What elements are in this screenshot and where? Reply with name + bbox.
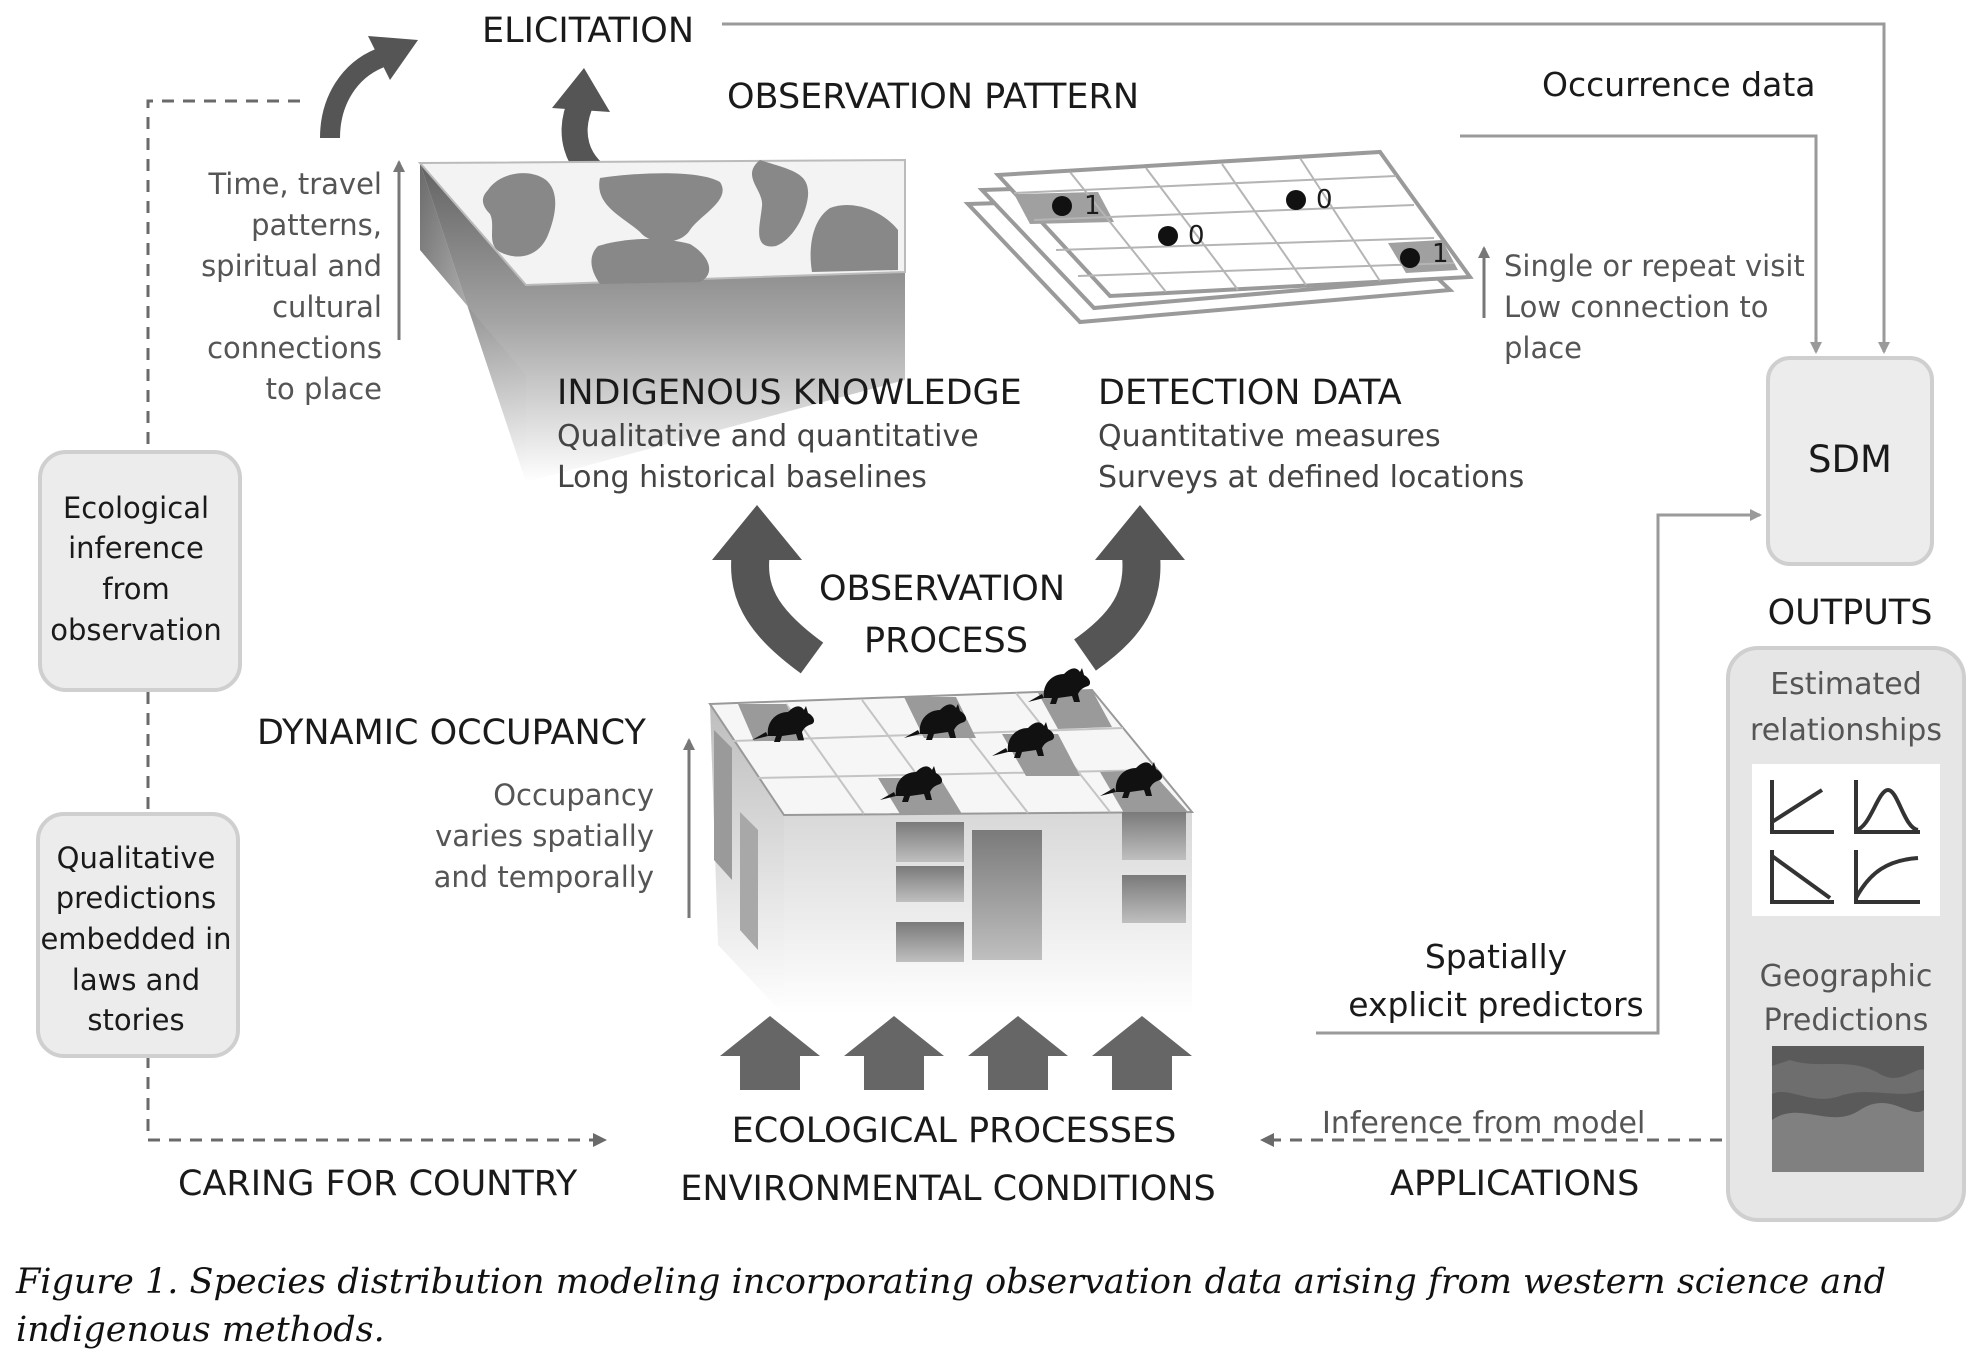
dd-desc-line2: Surveys at defined locations	[1098, 460, 1524, 495]
sdm-label: SDM	[1808, 438, 1892, 481]
elicitation-curved-arrow	[320, 36, 418, 139]
land-patch-4	[591, 238, 710, 284]
indigenous-knowledge-label: INDIGENOUS KNOWLEDGE	[557, 373, 1022, 413]
ecological-process-arrows	[720, 1016, 1192, 1090]
qualitative-predictions-box	[36, 812, 240, 1058]
observation-process-label: OBSERVATION PROCESS	[819, 569, 1065, 661]
occupancy-varies-text: Occupancy varies spatially and temporall…	[434, 778, 654, 894]
relationships-plot-frame	[1752, 764, 1940, 916]
applications-label: APPLICATIONS	[1390, 1164, 1639, 1204]
ecological-processes-label: ECOLOGICAL PROCESSES	[732, 1111, 1177, 1151]
observation-right-curved-arrow	[1073, 505, 1185, 671]
svg-text:and temporally: and temporally	[434, 860, 654, 894]
svg-text:PROCESS: PROCESS	[864, 621, 1028, 661]
ik-desc-line1: Qualitative and quantitative	[557, 419, 979, 454]
ecological-inference-text: Ecological inference from observation	[50, 491, 222, 647]
svg-text:from: from	[102, 572, 170, 606]
environmental-conditions-label: ENVIRONMENTAL CONDITIONS	[680, 1169, 1215, 1209]
elicitation-label: ELICITATION	[482, 11, 694, 51]
elicitation-to-sdm-line	[722, 22, 1890, 354]
time-travel-text: Time, travel patterns, spiritual and cul…	[201, 167, 382, 406]
svg-text:Qualitative: Qualitative	[57, 841, 216, 875]
svg-text:Time, travel: Time, travel	[207, 167, 382, 201]
svg-text:Predictions: Predictions	[1764, 1003, 1929, 1038]
svg-text:OBSERVATION: OBSERVATION	[819, 569, 1065, 609]
svg-text:Single or repeat visit: Single or repeat visit	[1504, 249, 1805, 283]
dynamic-occupancy-label: DYNAMIC OCCUPANCY	[257, 713, 646, 753]
svg-text:connections: connections	[207, 331, 382, 365]
svg-text:embedded in: embedded in	[40, 922, 231, 956]
geographic-predictions-text: Geographic Predictions	[1760, 959, 1933, 1038]
relationship-curves	[1770, 780, 1920, 904]
grid-cell-d: 1	[1432, 239, 1449, 269]
svg-text:place: place	[1504, 331, 1582, 365]
svg-text:to place: to place	[266, 372, 382, 406]
svg-text:inference: inference	[68, 531, 204, 565]
spatially-explicit-label: Spatially explicit predictors	[1348, 937, 1644, 1024]
dashed-loop-top	[146, 99, 300, 448]
predictors-to-sdm-line	[1316, 509, 1762, 1035]
caring-for-country-label: CARING FOR COUNTRY	[178, 1164, 578, 1204]
svg-text:varies spatially: varies spatially	[435, 819, 654, 853]
detection-data-label: DETECTION DATA	[1098, 373, 1402, 413]
observation-left-curved-arrow	[712, 505, 824, 674]
svg-text:Spatially: Spatially	[1425, 937, 1567, 976]
land-patch-3	[751, 160, 809, 247]
occurrence-data-line	[1460, 134, 1822, 354]
svg-text:spiritual and: spiritual and	[201, 249, 382, 283]
dd-desc-line1: Quantitative measures	[1098, 419, 1441, 454]
svg-text:Geographic: Geographic	[1760, 959, 1933, 994]
outputs-label: OUTPUTS	[1768, 593, 1933, 633]
geographic-prediction-map	[1772, 1046, 1924, 1172]
grid-cell-c: 0	[1316, 185, 1333, 215]
svg-text:observation: observation	[50, 613, 222, 647]
svg-text:explicit predictors: explicit predictors	[1348, 985, 1644, 1024]
svg-text:cultural: cultural	[272, 290, 382, 324]
svg-text:laws and: laws and	[72, 963, 200, 997]
occurrence-data-label: Occurrence data	[1542, 65, 1816, 104]
svg-text:stories: stories	[87, 1003, 184, 1037]
sdm-box	[1766, 356, 1934, 566]
svg-text:patterns,: patterns,	[251, 208, 382, 242]
grid-cell-b: 0	[1188, 221, 1205, 251]
detection-data-grid	[963, 149, 1474, 325]
caption-line-1: Figure 1. Species distribution modeling …	[16, 1262, 1887, 1302]
indigenous-knowledge-block	[417, 158, 906, 482]
observation-pattern-label: OBSERVATION PATTERN	[727, 77, 1139, 117]
dashed-loop-bottom	[146, 1056, 607, 1147]
ik-desc-line2: Long historical baselines	[557, 460, 927, 495]
svg-text:Estimated: Estimated	[1770, 667, 1922, 702]
figure-caption: Figure 1. Species distribution modeling …	[16, 1258, 1956, 1354]
land-patch-5	[810, 204, 898, 272]
qualitative-predictions-text: Qualitative predictions embedded in laws…	[40, 841, 231, 1037]
svg-text:relationships: relationships	[1750, 713, 1942, 748]
grid-cell-a: 1	[1084, 191, 1101, 221]
ecological-inference-box	[38, 450, 242, 692]
land-patch-2	[599, 173, 723, 242]
svg-text:predictions: predictions	[56, 881, 217, 915]
estimated-relationships-text: Estimated relationships	[1750, 667, 1942, 748]
inference-from-model-label: Inference from model	[1322, 1106, 1645, 1141]
svg-text:Ecological: Ecological	[63, 491, 209, 525]
dynamic-occupancy-cube	[708, 688, 1195, 1015]
svg-text:Low connection to: Low connection to	[1504, 290, 1768, 324]
svg-text:Occupancy: Occupancy	[493, 778, 654, 812]
single-repeat-text: Single or repeat visit Low connection to…	[1504, 249, 1805, 365]
caption-line-2: indigenous methods.	[16, 1310, 385, 1350]
land-patch-1	[482, 173, 556, 257]
